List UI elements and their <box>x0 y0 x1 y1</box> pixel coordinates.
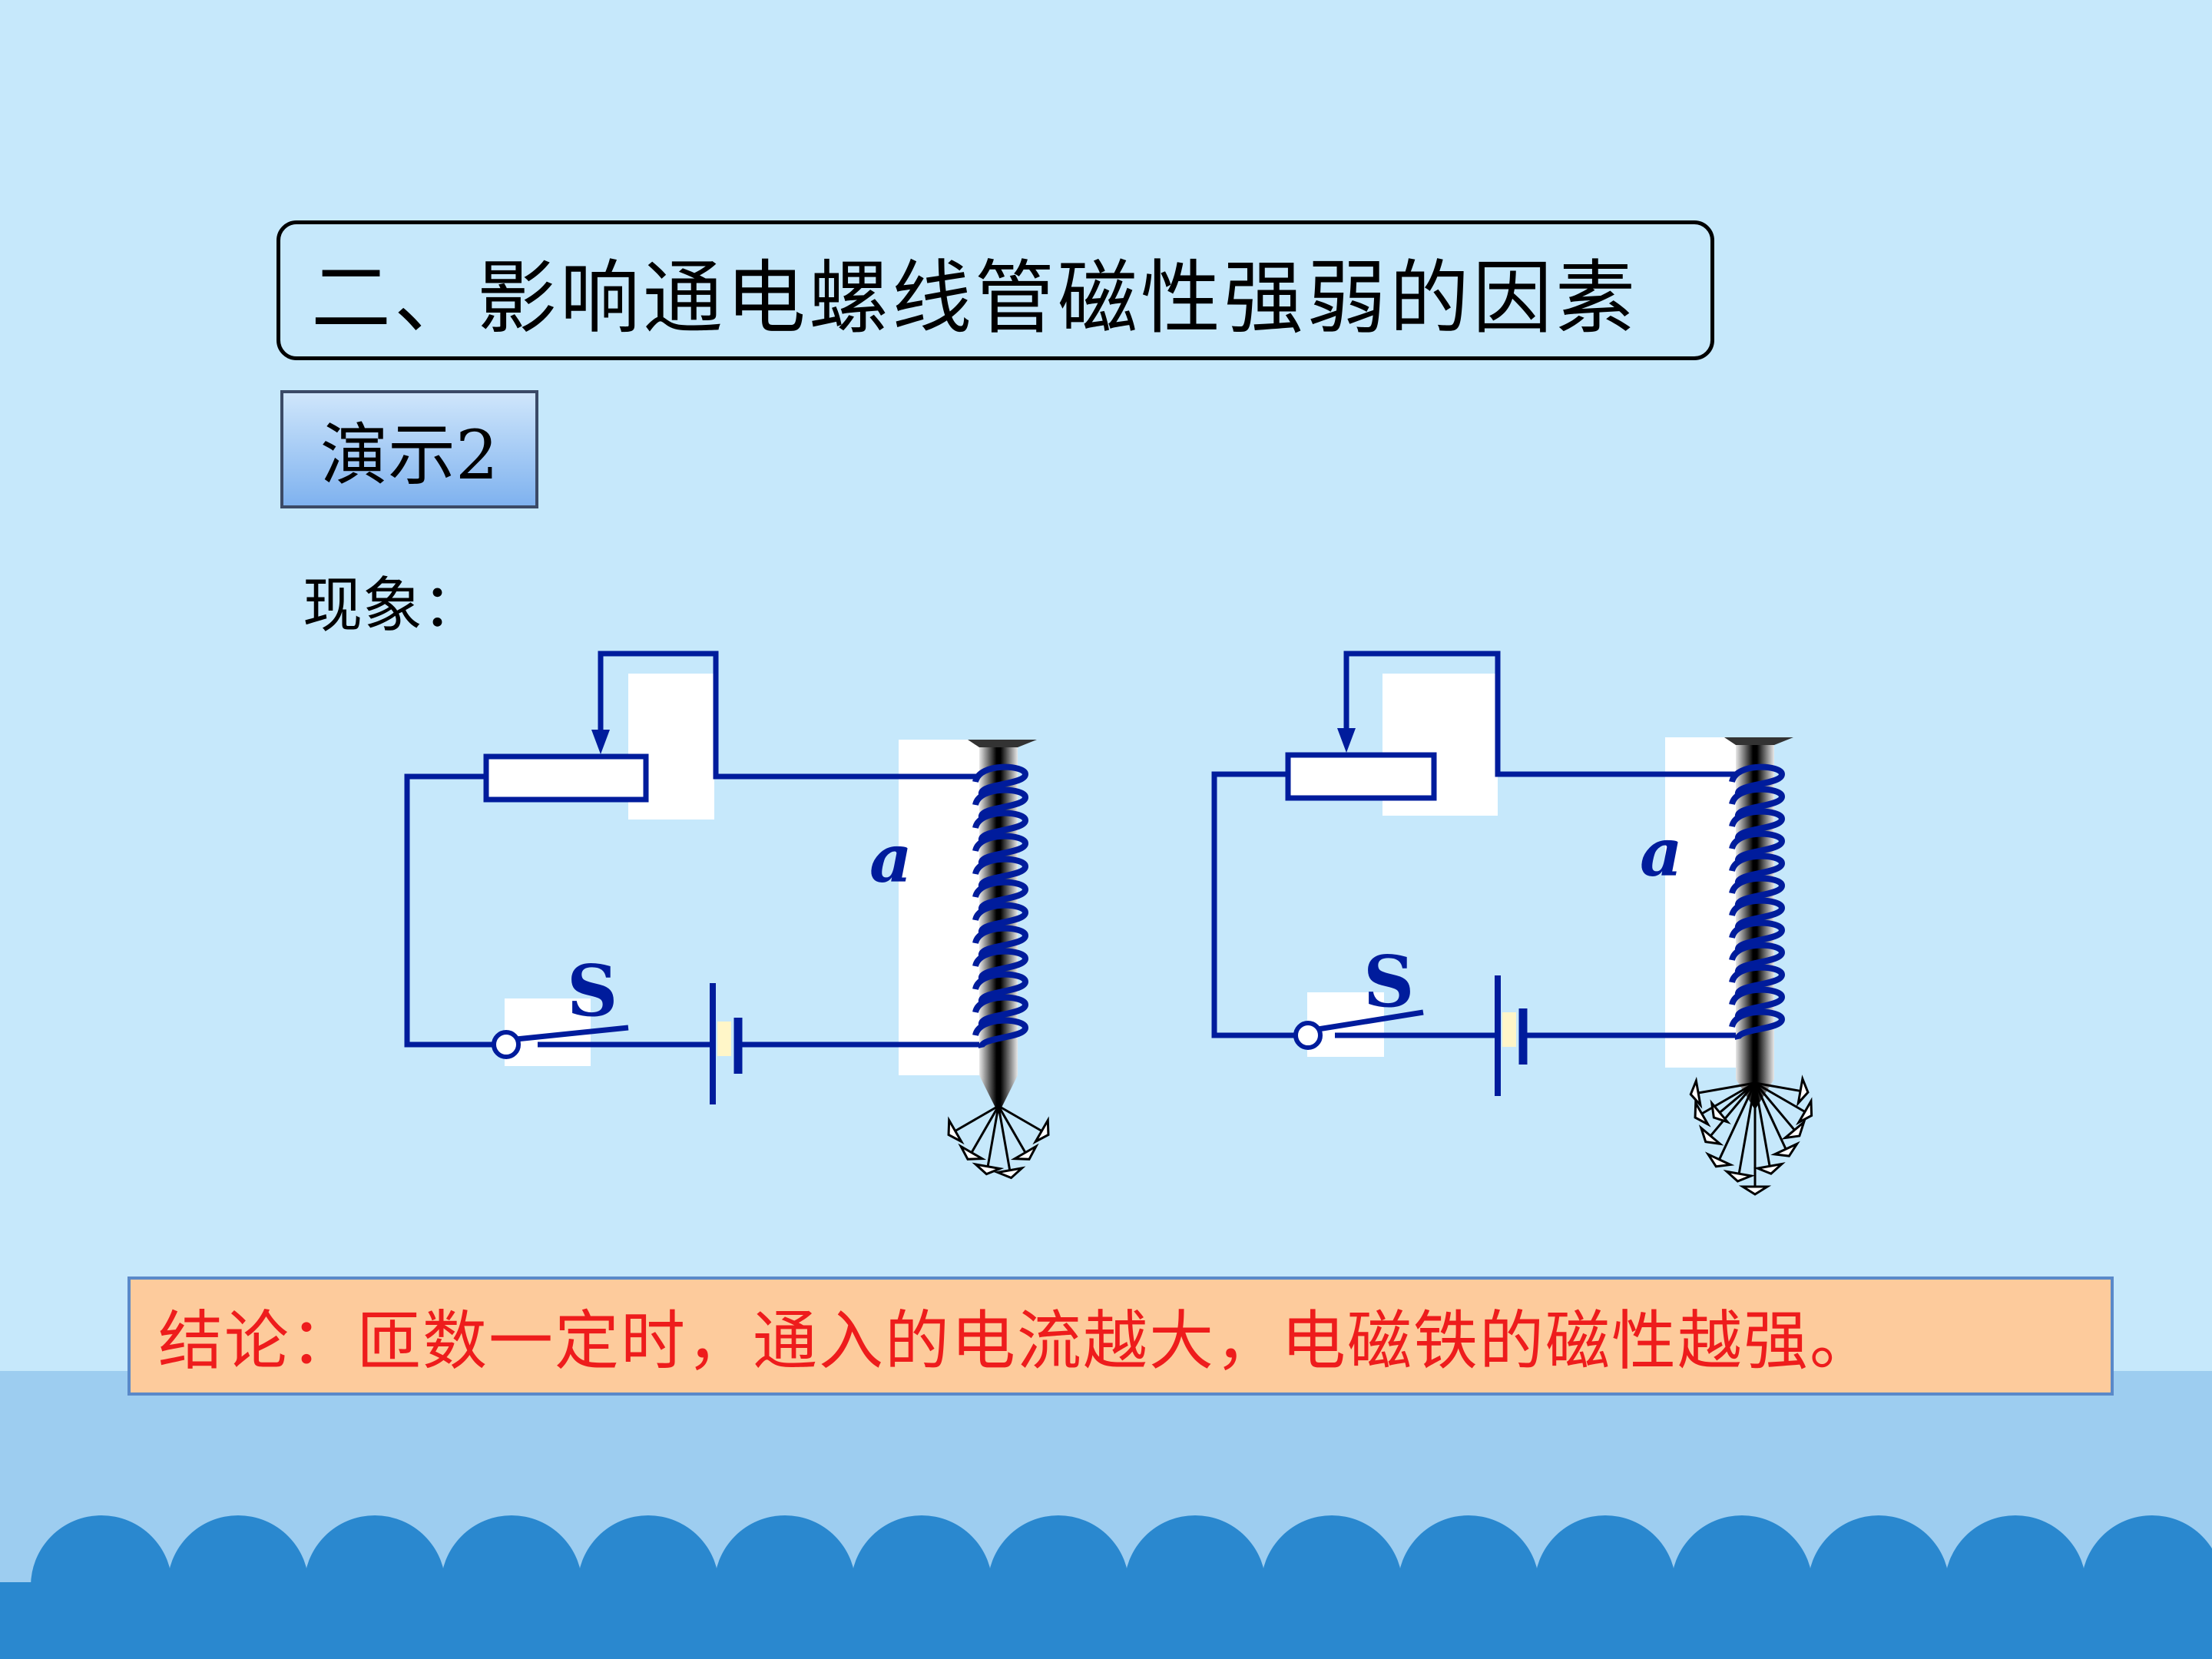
slide-title: 二、影响通电螺线管磁性强弱的因素 <box>276 220 1714 360</box>
switch-lever <box>1317 1009 1424 1032</box>
pin-head <box>947 1116 965 1145</box>
solenoid-coil <box>1729 763 1786 1040</box>
pin-shaft <box>1753 1082 1771 1167</box>
coil-turn <box>972 763 1029 795</box>
coil-turn <box>1729 786 1786 817</box>
switch-label: S <box>1363 940 1414 1023</box>
pin-shaft <box>998 1104 1043 1132</box>
solenoid-coil <box>972 763 1029 1048</box>
pin-shaft <box>1697 1081 1756 1094</box>
wire-left <box>404 773 501 1048</box>
coil-turn <box>1729 808 1786 839</box>
coil-turn <box>972 925 1029 956</box>
pin-shaft <box>1754 1081 1806 1113</box>
coil-turn <box>1729 897 1786 929</box>
phenomenon-label: 现象： <box>303 571 483 641</box>
slider-arrow <box>591 730 610 754</box>
pin-head <box>1698 1124 1724 1146</box>
coil-turn <box>1729 942 1786 973</box>
core-label: a <box>1640 814 1683 892</box>
wire-slider <box>1343 651 1740 777</box>
coil-turn <box>972 1017 1029 1048</box>
pin-head <box>972 1162 1005 1176</box>
switch-terminal <box>492 1030 521 1059</box>
battery-spacer <box>1502 1012 1516 1047</box>
pin-head <box>1710 1099 1731 1124</box>
coil-turn <box>1729 763 1786 795</box>
pin-shaft <box>1719 1081 1756 1114</box>
coil-turn <box>972 879 1029 910</box>
coil-turn <box>972 856 1029 887</box>
pin-shaft <box>1710 1082 1757 1137</box>
conclusion-text: 结论：匝数一定时，通入的电流越大，电磁铁的磁性越强。 <box>158 1303 1876 1379</box>
pin-head <box>1010 1143 1039 1161</box>
pin-head <box>1738 1185 1772 1196</box>
switch-label: S <box>567 949 618 1032</box>
pin-head <box>993 1166 1026 1180</box>
pin-shaft <box>1700 1081 1756 1115</box>
pin-head <box>1689 1076 1703 1109</box>
pin-head <box>1723 1170 1756 1183</box>
pin-head <box>1704 1151 1735 1168</box>
coil-turn <box>972 994 1029 1025</box>
switch-terminal <box>1293 1021 1323 1050</box>
slider-arrow <box>1337 728 1356 753</box>
rheostat-resistor <box>1285 752 1437 801</box>
pin-head <box>958 1143 987 1161</box>
conclusion-box: 结论：匝数一定时，通入的电流越大，电磁铁的磁性越强。 <box>127 1277 2114 1396</box>
coil-turn <box>972 971 1029 1002</box>
coil-turn <box>1729 1008 1786 1040</box>
coil-turn <box>972 902 1029 933</box>
battery-spacer <box>717 1022 731 1056</box>
demo-label: 演示2 <box>280 390 538 508</box>
iron-pins <box>1689 1075 1813 1196</box>
iron-core-tip <box>979 1075 1018 1114</box>
coil-turn <box>972 833 1029 864</box>
pin-shaft <box>1753 1082 1787 1150</box>
pin-shaft <box>954 1104 999 1132</box>
pin-head <box>1796 1097 1813 1126</box>
pin-shaft <box>997 1105 1012 1171</box>
coil-turn <box>1729 875 1786 906</box>
coil-turn <box>972 786 1029 818</box>
rheostat-resistor <box>483 753 649 803</box>
coil-turn <box>1729 830 1786 862</box>
coil-turn <box>1729 853 1786 884</box>
coil-turn <box>972 810 1029 841</box>
coil-turn <box>1729 986 1786 1018</box>
wire-slider <box>598 651 979 780</box>
pin-shaft <box>997 1105 1027 1154</box>
pin-head <box>1796 1075 1810 1108</box>
pin-head <box>1753 1162 1786 1175</box>
iron-core-head <box>968 740 1037 747</box>
iron-core-head <box>1724 737 1793 745</box>
coil-turn <box>972 948 1029 979</box>
pin-shaft <box>1753 1082 1796 1131</box>
pin-shaft <box>1737 1082 1757 1174</box>
pin-shaft <box>970 1105 1000 1154</box>
iron-pins <box>947 1104 1050 1180</box>
wire-left <box>1211 771 1298 1038</box>
pin-head <box>1032 1116 1050 1145</box>
pin-head <box>1781 1118 1806 1140</box>
core-label: a <box>869 820 912 898</box>
pin-shaft <box>1718 1082 1757 1161</box>
coil-turn <box>1729 919 1786 951</box>
pin-shaft <box>986 1105 1000 1167</box>
switch-lever <box>515 1025 629 1042</box>
coil-turn <box>1729 964 1786 995</box>
pin-head <box>1770 1141 1800 1157</box>
pin-shaft <box>1754 1081 1801 1092</box>
pin-head <box>1694 1098 1711 1128</box>
